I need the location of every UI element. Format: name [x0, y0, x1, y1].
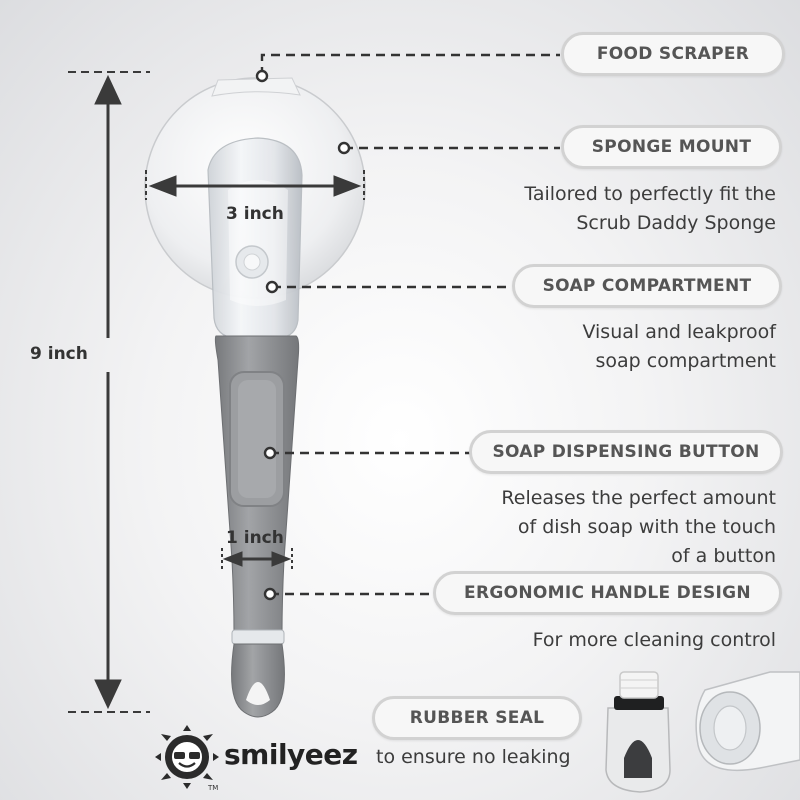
desc-line: Tailored to perfectly fit the [524, 183, 776, 205]
desc-line: soap compartment [595, 350, 777, 372]
callout-food-scraper: FOOD SCRAPER [561, 32, 785, 76]
callout-ergonomic-handle-design: ERGONOMIC HANDLE DESIGN [433, 571, 782, 615]
rubber-seal-ring [231, 629, 285, 645]
rubber-seal-inset [605, 671, 800, 793]
smilyeez-logo-icon [155, 725, 219, 789]
callout-sponge-mount-desc: Tailored to perfectly fit the Scrub Dadd… [524, 180, 776, 238]
callout-soap-compartment: SOAP COMPARTMENT [512, 264, 782, 308]
handle-width-dimension-line [221, 548, 293, 570]
hanging-hole [246, 682, 270, 705]
desc-line: For more cleaning control [532, 629, 776, 651]
desc-line: of a button [671, 545, 776, 567]
callout-rubber-seal: RUBBER SEAL [372, 696, 582, 740]
food-scraper-edge [211, 77, 301, 97]
callout-ergonomic-handle-design-desc: For more cleaning control [533, 626, 776, 655]
brand-name: smilyeez [224, 738, 358, 771]
callout-rubber-seal-desc: to ensure no leaking [376, 746, 571, 768]
height-dimension-label: 9 inch [30, 344, 88, 364]
handle-width-dimension-label: 1 inch [226, 528, 284, 548]
desc-line: Releases the perfect amount [501, 487, 776, 509]
callout-soap-dispensing-button-desc: Releases the perfect amount of dish soap… [501, 484, 776, 571]
callout-sponge-mount: SPONGE MOUNT [561, 125, 782, 169]
callout-leader-lines [255, 53, 560, 601]
desc-line: Scrub Daddy Sponge [576, 212, 776, 234]
height-dimension-line [68, 71, 150, 713]
handle-end [231, 643, 285, 718]
brand-trademark: TM [208, 784, 219, 792]
callout-soap-dispensing-button: SOAP DISPENSING BUTTON [469, 430, 783, 474]
head-width-dimension-line [145, 170, 365, 200]
desc-line: Visual and leakproof [582, 321, 776, 343]
callout-soap-compartment-desc: Visual and leakproof soap compartment [582, 318, 776, 376]
head-width-dimension-label: 3 inch [226, 204, 284, 224]
desc-line: of dish soap with the touch [517, 516, 776, 538]
